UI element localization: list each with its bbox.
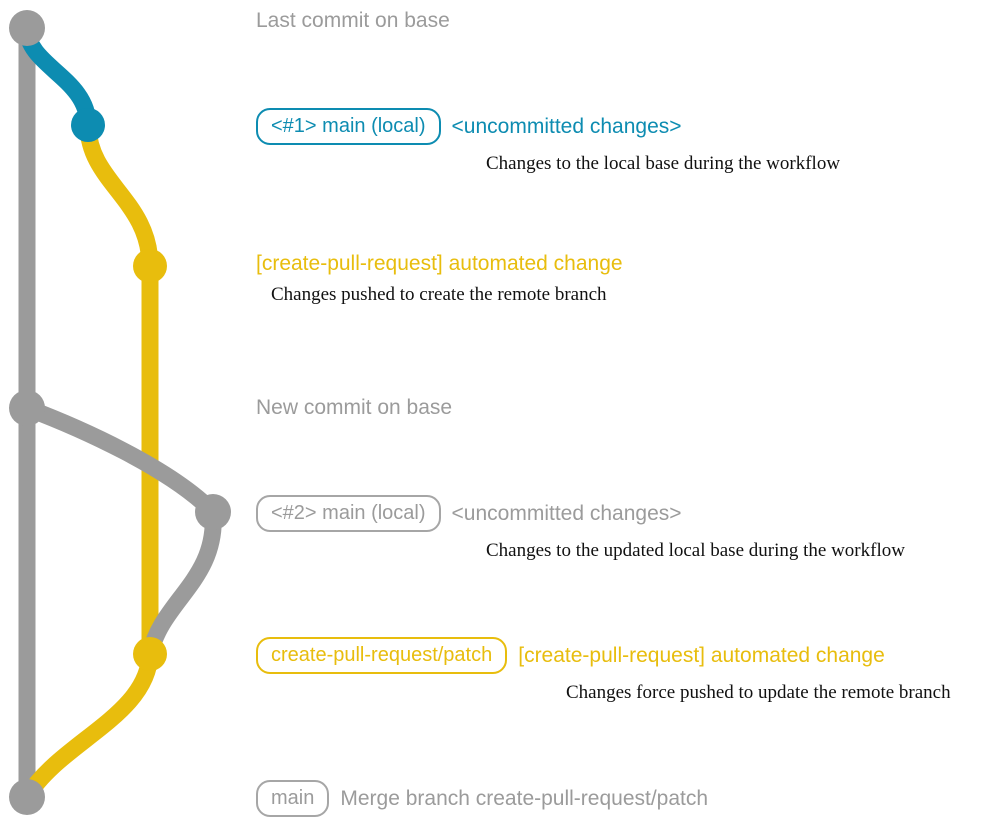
commit-subject: <uncommitted changes> [451, 501, 682, 525]
ref-chip-main[interactable]: main [256, 780, 330, 817]
commit-note: Changes pushed to create the remote bran… [271, 284, 607, 305]
commit-note: Changes force pushed to update the remot… [566, 682, 951, 703]
commit-subject: <uncommitted changes> [451, 114, 682, 138]
ref-chip-local-main-1[interactable]: <#1> main (local) [256, 108, 441, 145]
commit-row-automated-change-1[interactable]: [create-pull-request] automated change C… [256, 252, 623, 306]
commit-row-new-commit-on-base[interactable]: New commit on base [256, 396, 452, 420]
commit-subject: New commit on base [256, 396, 453, 419]
commit-row-local-main-2[interactable]: <#2> main (local) <uncommitted changes> … [256, 495, 905, 562]
ref-chip-local-main-2[interactable]: <#2> main (local) [256, 495, 441, 532]
ref-chip-create-pull-request-patch[interactable]: create-pull-request/patch [256, 637, 508, 674]
commit-row-last-commit-on-base[interactable]: Last commit on base [256, 9, 450, 33]
commit-note: Changes to the local base during the wor… [486, 153, 841, 174]
commit-subject: [create-pull-request] automated change [518, 643, 885, 667]
commit-note: Changes to the updated local base during… [486, 540, 905, 561]
commit-subject: [create-pull-request] automated change [256, 252, 623, 275]
commit-row-merge-commit[interactable]: main Merge branch create-pull-request/pa… [256, 780, 708, 817]
commit-row-automated-change-2[interactable]: create-pull-request/patch [create-pull-r… [256, 637, 951, 704]
commit-subject: Merge branch create-pull-request/patch [340, 786, 709, 810]
commit-row-local-main-1[interactable]: <#1> main (local) <uncommitted changes> … [256, 108, 840, 175]
commit-subject: Last commit on base [256, 9, 450, 32]
